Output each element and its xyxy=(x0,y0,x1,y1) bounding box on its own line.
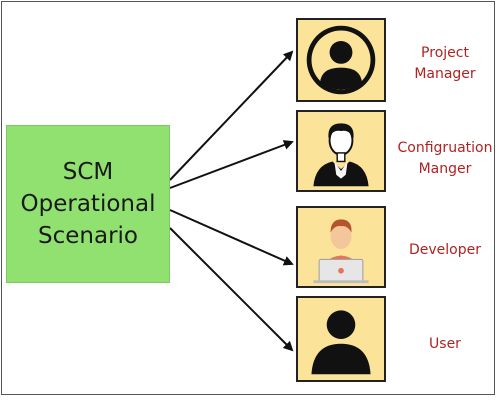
scm-operational-scenario-box: SCM Operational Scenario xyxy=(6,125,170,283)
center-line-2: Operational xyxy=(20,191,156,217)
project-manager-label: Project Manager xyxy=(414,45,476,82)
developer-with-laptop-icon xyxy=(313,219,369,284)
diagram-frame xyxy=(1,1,495,395)
man-with-shirt-icon xyxy=(313,123,369,187)
user-label: User xyxy=(429,336,461,352)
project-manager-box xyxy=(296,18,386,102)
center-line-3: Scenario xyxy=(38,223,138,249)
circled-person-icon xyxy=(306,25,376,95)
user-box xyxy=(296,296,386,382)
configuration-manager-box xyxy=(296,110,386,192)
center-line-1: SCM xyxy=(62,159,114,185)
developer-label: Developer xyxy=(408,242,481,258)
developer-box xyxy=(296,206,386,288)
configuration-manager-label: Configruation Manger xyxy=(397,140,493,177)
user-silhouette-icon xyxy=(311,310,371,375)
